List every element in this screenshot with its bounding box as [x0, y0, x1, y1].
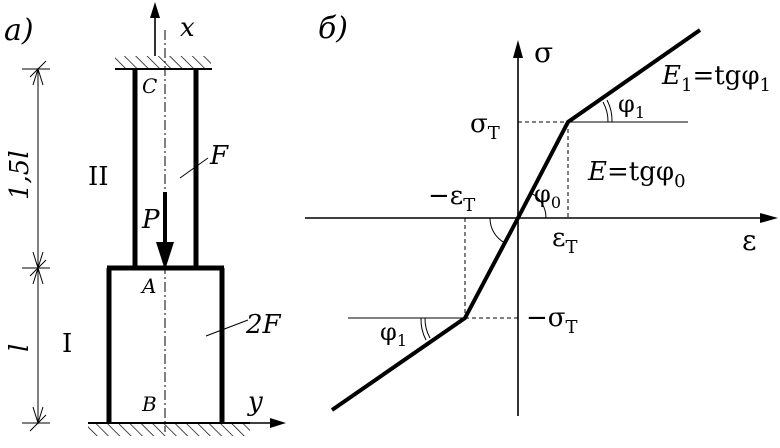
panel-a-label: а)	[4, 13, 34, 48]
section-ii-label: II	[88, 162, 109, 192]
epsilon-axis	[305, 213, 778, 223]
bottom-support	[88, 422, 250, 436]
phi1-bottom-label: φ1	[380, 318, 407, 350]
top-support	[115, 56, 212, 70]
point-b-label: B	[141, 392, 157, 416]
dimension-lines	[22, 60, 50, 432]
phi1-top-label: φ1	[618, 90, 645, 122]
sigma-t-label: σТ	[470, 109, 500, 144]
area-f-label: F	[209, 141, 229, 171]
panel-a: а) x	[4, 2, 286, 436]
section-i-label: I	[62, 329, 72, 359]
panel-b: б) σ ε	[305, 11, 778, 416]
angle-arcs	[420, 99, 613, 341]
y-axis-label: y	[247, 387, 263, 417]
force-p-arrow	[156, 192, 174, 270]
length-bottom-label: l	[5, 344, 35, 352]
area-2f-leader	[205, 319, 249, 337]
sigma-axis-label: σ	[534, 36, 553, 69]
reference-dashes	[464, 121, 569, 319]
epsilon-axis-label: ε	[742, 224, 757, 257]
length-top-label: 1,5l	[5, 150, 35, 200]
force-p-label: P	[141, 205, 160, 235]
eps-t-label: εТ	[552, 223, 578, 258]
e1-formula-label: E1=tgφ1	[661, 61, 771, 96]
sigma-axis	[513, 40, 523, 416]
upper-rod	[132, 69, 199, 268]
phi0-label: φ0	[534, 180, 561, 212]
panel-b-label: б)	[318, 11, 348, 46]
stress-strain-curve	[330, 28, 702, 412]
y-axis-arrow	[165, 418, 286, 428]
point-a-label: A	[140, 274, 156, 298]
x-axis-label: x	[180, 13, 195, 43]
x-axis-arrow	[150, 2, 160, 56]
area-2f-label: 2F	[245, 310, 282, 340]
point-c-label: C	[142, 74, 157, 98]
neg-sigma-t-label: −σТ	[526, 303, 578, 338]
area-f-leader	[179, 157, 209, 179]
e-formula-label: E=tgφ0	[587, 157, 686, 192]
neg-eps-t-label: −εТ	[428, 181, 475, 216]
